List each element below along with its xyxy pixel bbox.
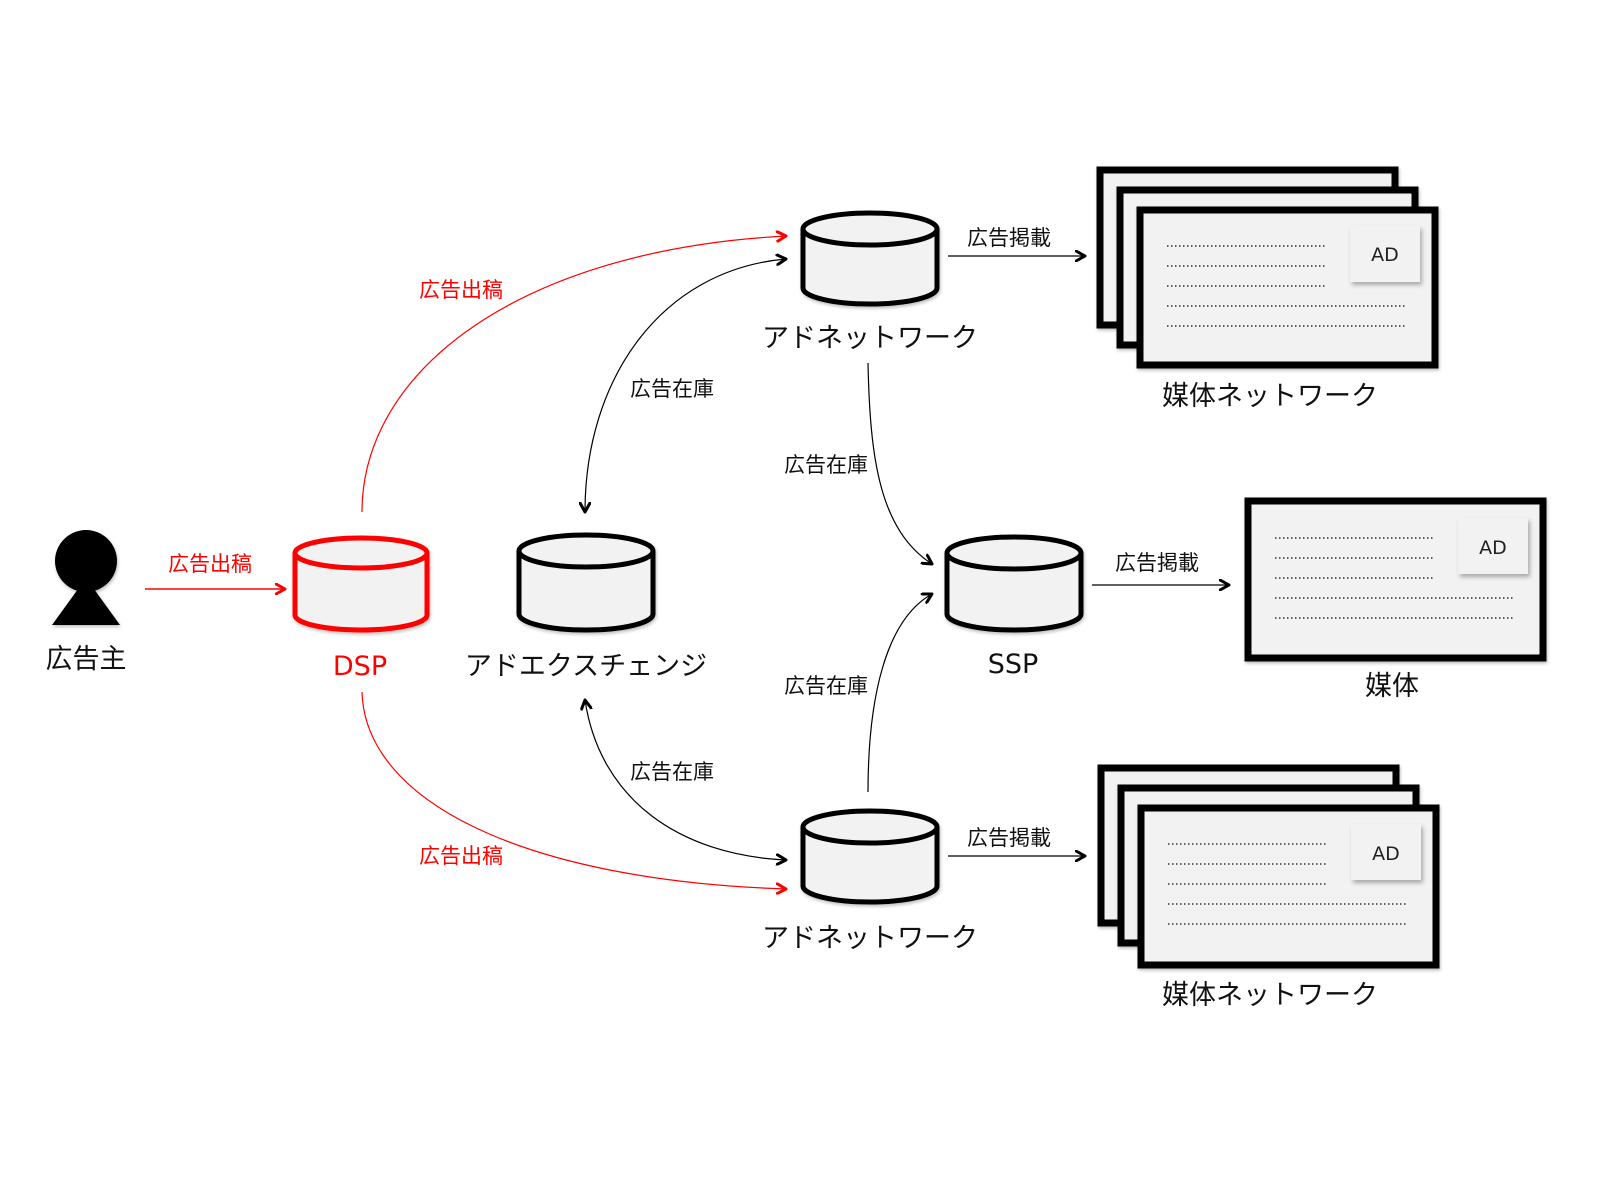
edge-adnet-bottom-ssp: 広告在庫	[784, 594, 932, 793]
ad-badge: AD	[1458, 518, 1528, 574]
ad-badge: AD	[1351, 824, 1421, 880]
node-dsp[interactable]: DSP	[292, 535, 430, 682]
node-label: 媒体	[1365, 671, 1419, 702]
edge-ssp-media: 広告掲載	[1092, 551, 1229, 585]
node-label: アドネットワーク	[762, 923, 978, 954]
node-ad-network-top[interactable]: アドネットワーク	[762, 210, 978, 354]
edge-adx-adnet-bottom: 広告在庫	[585, 700, 786, 860]
database-icon	[800, 210, 940, 307]
ad-badge-text: AD	[1371, 244, 1399, 266]
person-icon	[52, 530, 120, 625]
edge-adx-adnet-top: 広告在庫	[585, 259, 786, 512]
edge-label: 広告掲載	[1115, 551, 1199, 575]
edge-label: 広告出稿	[419, 844, 503, 868]
stacked-pages-icon: AD	[1097, 764, 1440, 969]
node-ad-exchange[interactable]: アドエクスチェンジ	[465, 532, 707, 682]
arrow-curve	[585, 700, 786, 860]
arrow-curve	[361, 236, 786, 513]
stacked-pages-icon: AD	[1096, 166, 1439, 369]
edge-adnet-top-ssp: 広告在庫	[784, 362, 932, 564]
ad-badge-text: AD	[1479, 537, 1507, 559]
ad-badge-text: AD	[1372, 843, 1400, 865]
database-icon	[944, 534, 1084, 633]
edge-adnet-top-media-network: 広告掲載	[948, 226, 1085, 256]
page-icon: AD	[1244, 497, 1547, 662]
arrow-curve	[361, 691, 786, 889]
edge-label: 広告在庫	[784, 453, 868, 477]
node-ssp[interactable]: SSP	[944, 534, 1084, 680]
node-label: DSP	[333, 651, 387, 682]
node-media-network-top[interactable]: AD 媒体ネットワーク	[1096, 166, 1439, 412]
edge-label: 広告掲載	[967, 226, 1051, 250]
edge-advertiser-dsp: 広告出稿	[145, 552, 285, 589]
node-media-network-bottom[interactable]: AD 媒体ネットワーク	[1097, 764, 1440, 1011]
arrow-curve	[585, 259, 786, 512]
node-label: 媒体ネットワーク	[1162, 381, 1378, 412]
edge-dsp-adnet-top: 広告出稿	[361, 236, 786, 513]
node-label: アドネットワーク	[762, 323, 978, 354]
edge-dsp-adnet-bottom: 広告出稿	[361, 691, 786, 889]
node-ad-network-bottom[interactable]: アドネットワーク	[762, 808, 978, 954]
database-icon	[516, 532, 656, 633]
edge-label: 広告出稿	[168, 552, 252, 576]
database-icon	[292, 535, 430, 633]
node-label: 媒体ネットワーク	[1162, 980, 1378, 1011]
node-label: アドエクスチェンジ	[465, 651, 707, 682]
ad-badge: AD	[1350, 226, 1420, 282]
edge-label: 広告掲載	[967, 826, 1051, 850]
edge-adnet-bottom-media-network: 広告掲載	[948, 826, 1085, 856]
node-label: 広告主	[46, 644, 127, 675]
arrow-curve	[867, 362, 932, 564]
edge-label: 広告在庫	[784, 674, 868, 698]
arrow-curve	[867, 594, 932, 793]
database-icon	[800, 808, 940, 905]
edge-label: 広告在庫	[630, 377, 714, 401]
edge-label: 広告出稿	[419, 278, 503, 302]
edge-label: 広告在庫	[630, 760, 714, 784]
node-media[interactable]: AD 媒体	[1244, 497, 1547, 702]
node-label: SSP	[988, 649, 1039, 680]
node-advertiser[interactable]: 広告主	[46, 530, 127, 675]
